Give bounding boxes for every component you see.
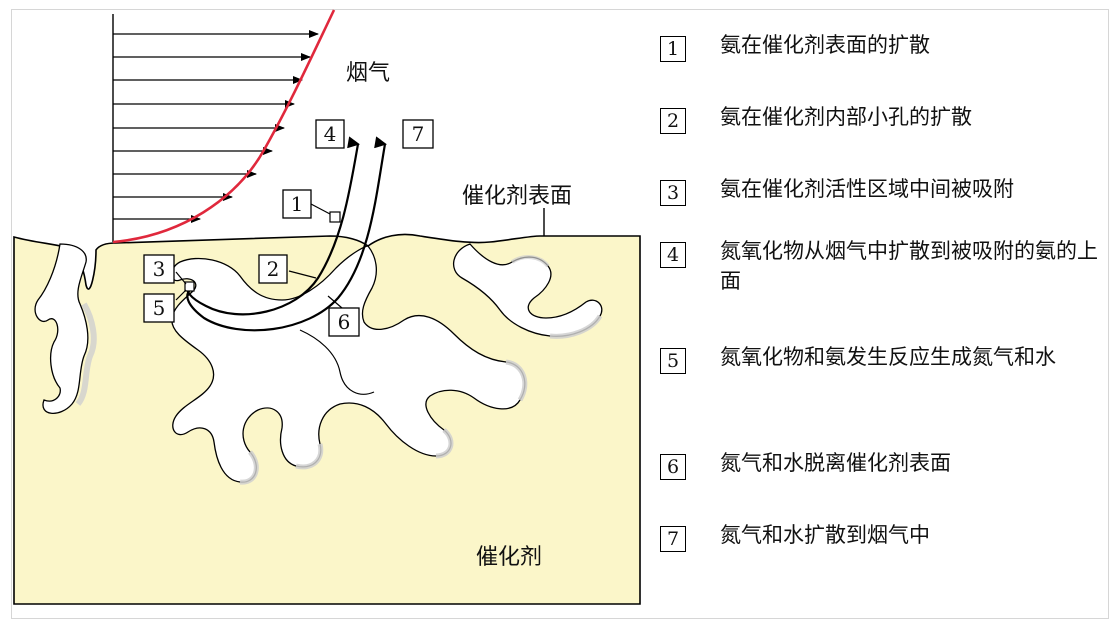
- legend-text: 氮氧化物从烟气中扩散到被吸附的氨的上面: [720, 239, 1098, 293]
- legend-item-2: 2 氨在催化剂内部小孔的扩散: [660, 102, 1100, 134]
- legend-number: 3: [660, 180, 686, 206]
- svg-text:7: 7: [412, 122, 425, 146]
- svg-text:4: 4: [324, 122, 337, 146]
- step-4-box: 4: [315, 119, 345, 149]
- legend-item-5: 5 氮氧化物和氨发生反应生成氮气和水: [660, 342, 1100, 374]
- catalyst-surface-label: 催化剂表面: [462, 184, 572, 209]
- step-2-box: 2: [258, 254, 288, 284]
- svg-text:3: 3: [153, 257, 166, 281]
- legend-number: 7: [660, 526, 686, 552]
- catalyst-pores: [34, 243, 603, 485]
- diffusion-paths: [186, 136, 387, 332]
- svg-text:5: 5: [153, 296, 166, 320]
- legend-item-4: 4 氮氧化物从烟气中扩散到被吸附的氨的上面: [660, 236, 1100, 296]
- surface-site-marker: [329, 211, 341, 223]
- legend-item-1: 1 氨在催化剂表面的扩散: [660, 30, 1100, 62]
- label-leader-lines: [175, 203, 343, 309]
- step-5-box: 5: [143, 293, 175, 323]
- velocity-profile: [112, 9, 336, 244]
- legend-text: 氮气和水扩散到烟气中: [720, 523, 930, 547]
- legend-item-7: 7 氮气和水扩散到烟气中: [660, 520, 1100, 552]
- legend-text: 氨在催化剂活性区域中间被吸附: [720, 177, 1014, 201]
- legend-text: 氨在催化剂表面的扩散: [720, 33, 930, 57]
- legend-item-6: 6 氮气和水脱离催化剂表面: [660, 448, 1100, 480]
- svg-text:6: 6: [338, 310, 351, 334]
- catalyst-label: 催化剂: [476, 545, 542, 570]
- legend-number: 6: [660, 454, 686, 480]
- step-6-box: 6: [328, 307, 360, 337]
- active-site-marker: [184, 281, 195, 292]
- flue-gas-label: 烟气: [346, 61, 390, 86]
- legend-text: 氮气和水脱离催化剂表面: [720, 451, 951, 475]
- legend-item-3: 3 氨在催化剂活性区域中间被吸附: [660, 174, 1100, 206]
- legend-number: 1: [660, 36, 686, 62]
- velocity-curve: [112, 9, 336, 244]
- legend-text: 氮氧化物和氨发生反应生成氮气和水: [720, 345, 1056, 369]
- step-7-box: 7: [402, 119, 434, 149]
- legend-number: 2: [660, 108, 686, 134]
- legend-text: 氨在催化剂内部小孔的扩散: [720, 105, 972, 129]
- step-3-box: 3: [143, 254, 175, 284]
- svg-text:2: 2: [267, 257, 280, 281]
- legend-number: 4: [660, 242, 686, 268]
- svg-text:1: 1: [291, 192, 304, 216]
- legend-number: 5: [660, 348, 686, 374]
- step-1-box: 1: [282, 189, 312, 219]
